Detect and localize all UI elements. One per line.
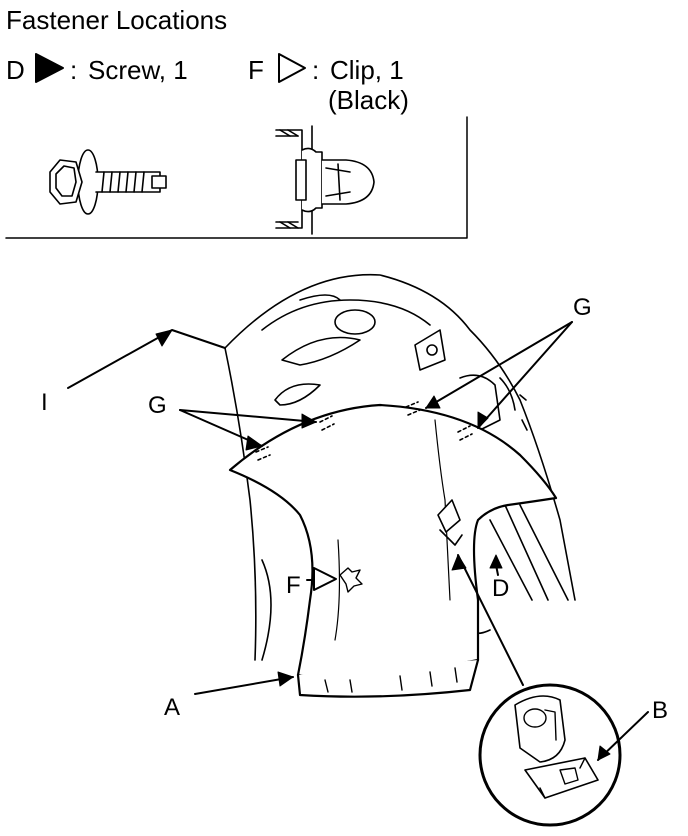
arrowheads — [155, 329, 611, 761]
legend-letter-d: D — [6, 55, 25, 85]
pillar-trim-outline — [228, 403, 558, 698]
legend-letter-f: F — [248, 55, 264, 85]
clip-detail-view — [478, 683, 622, 827]
legend-desc-clip: Clip, 1 — [330, 55, 404, 85]
legend-separator-d: : — [70, 55, 78, 85]
callout-g-left: G — [148, 392, 167, 419]
callout-b: B — [652, 697, 669, 724]
clip-icon — [275, 125, 375, 235]
callout-i: I — [41, 389, 48, 416]
legend-separator-f: : — [312, 55, 320, 85]
clip-marker-triangle-icon — [313, 567, 337, 591]
screw-icon — [49, 149, 167, 215]
callout-d: D — [492, 575, 510, 602]
callout-f: F — [286, 572, 301, 599]
solid-triangle-icon — [35, 53, 64, 83]
clip-location-marks — [255, 401, 473, 461]
page-title: Fastener Locations — [6, 5, 228, 35]
callout-a: A — [164, 694, 181, 721]
callout-g-right: G — [573, 294, 592, 321]
hollow-triangle-icon — [278, 53, 306, 83]
legend-desc-screw: Screw, 1 — [88, 55, 188, 85]
legend-box-border — [5, 116, 468, 239]
legend-desc-clip-color: (Black) — [328, 85, 409, 115]
